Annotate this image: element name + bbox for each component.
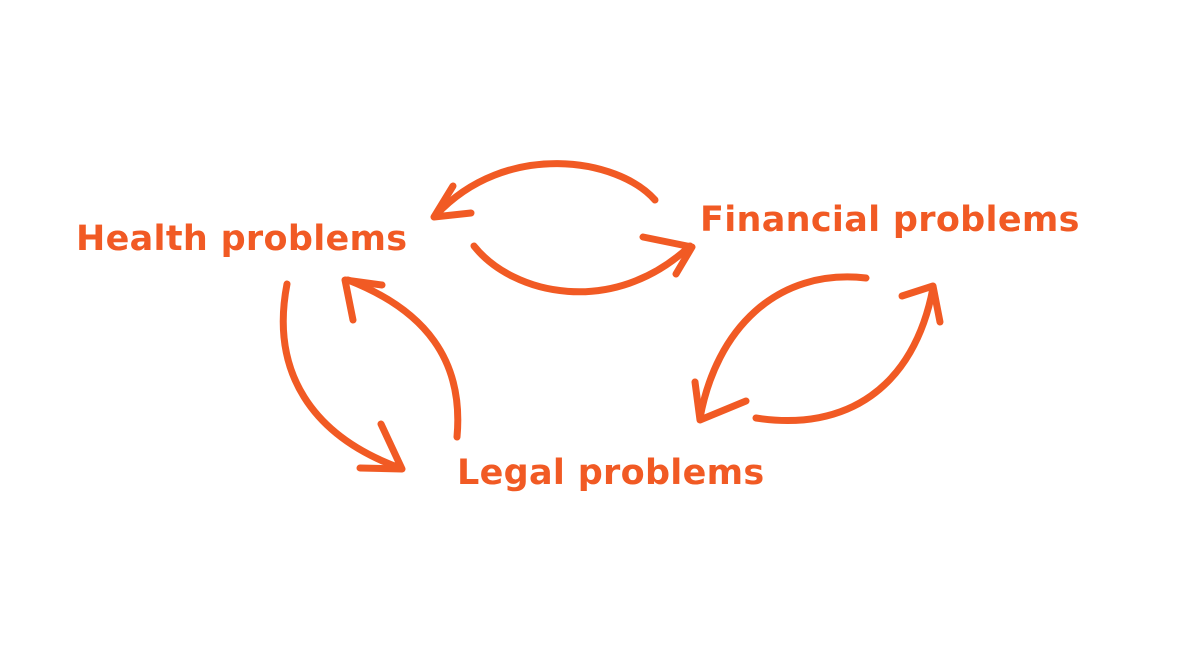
node-health-problems: Health problems [76,219,408,259]
arrow-health-to-financial [470,233,696,296]
arrow-legal-to-health [341,276,462,441]
arrow-head-icon [691,378,750,424]
arrow-shaft [696,273,870,422]
arrow-head-icon [639,233,696,278]
arrow-financial-to-legal [691,273,870,424]
arrow-shaft [344,276,462,441]
arrow-legal-to-financial [752,282,944,425]
arrow-shaft [752,284,937,425]
arrow-financial-to-health [430,160,659,221]
arrow-head-icon [430,182,475,221]
arrow-head-icon [341,276,386,324]
arrow-head-icon [356,420,406,473]
arrow-health-to-legal [279,280,406,473]
arrow-shaft [279,280,404,472]
arrow-shaft [470,242,694,296]
arrow-head-icon [898,282,944,326]
node-financial-problems: Financial problems [700,200,1080,240]
arrow-shaft [432,160,659,219]
node-legal-problems: Legal problems [457,453,765,493]
